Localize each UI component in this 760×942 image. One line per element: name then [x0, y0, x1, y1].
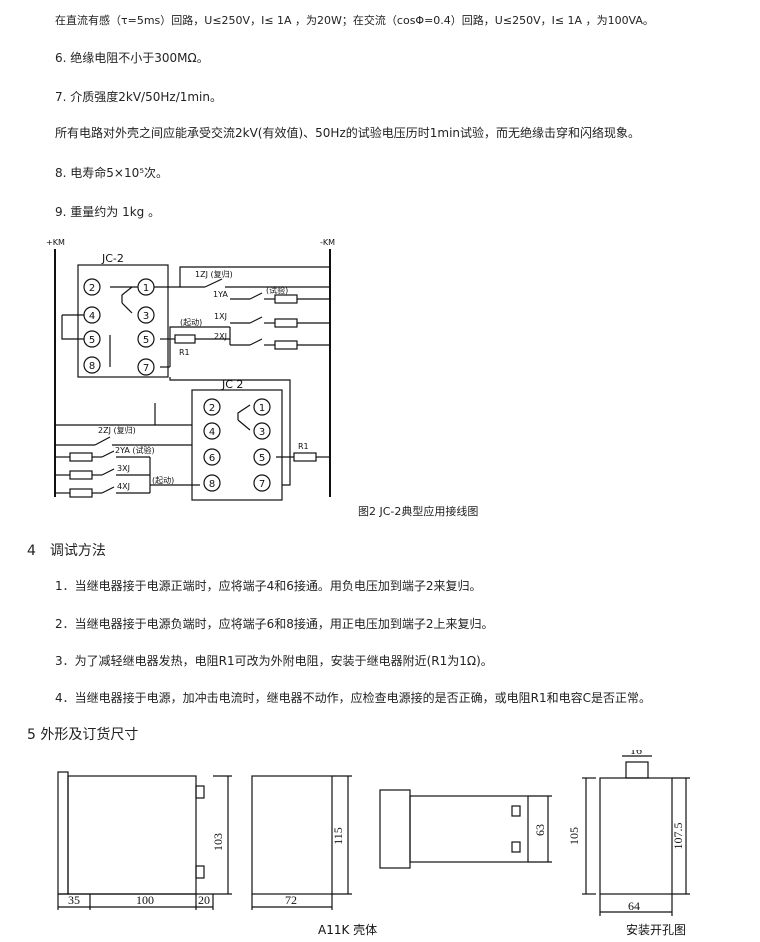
- terminal-top-8: 8: [89, 361, 95, 372]
- terminal-bottom-3: 3: [259, 427, 265, 438]
- section-5-heading: 5 外形及订货尺寸: [27, 727, 139, 743]
- label-2xj: 2XJ: [214, 332, 227, 341]
- terminal-top-3: 3: [143, 311, 149, 322]
- caption-case: A11K 壳体: [318, 923, 377, 937]
- wiring-diagram: 2 1 3 4 5 5 8 7 2 1 3 4 6 5 8 7 +KM -KM …: [46, 238, 335, 501]
- terminal-bottom-1: 1: [259, 403, 265, 414]
- label-1xj: 1XJ: [214, 312, 227, 321]
- terminal-top-2: 2: [89, 283, 95, 294]
- terminal-top-5a: 5: [89, 335, 95, 346]
- label-2ya: 2YA (试验): [115, 445, 155, 455]
- dimension-drawings: 35 100 20 103 115 72 63 16 105 107.5 64 …: [57, 750, 690, 937]
- terminal-bottom-7: 7: [259, 479, 265, 490]
- label-1zj: 1ZJ (复归): [195, 269, 233, 279]
- rail-positive-label: +KM: [46, 238, 65, 247]
- terminal-bottom-4: 4: [209, 427, 215, 438]
- rail-negative-label: -KM: [320, 238, 335, 247]
- section-4-heading: 4 调试方法: [27, 543, 106, 559]
- dim-cutout-107: 107.5: [671, 823, 685, 850]
- label-2zj: 2ZJ (复归): [98, 425, 136, 435]
- dim-side-20: 20: [198, 893, 210, 907]
- terminal-top-4: 4: [89, 311, 95, 322]
- terminal-top-1: 1: [143, 283, 149, 294]
- terminal-top-5b: 5: [143, 335, 149, 346]
- label-test-1: (试验): [266, 285, 288, 295]
- dim-side-103: 103: [211, 833, 225, 851]
- dim-front-115: 115: [331, 827, 345, 845]
- label-4xj: 4XJ: [117, 482, 130, 491]
- relay-top-label: JC-2: [101, 252, 124, 265]
- wiring-diagram-caption: 图2 JC-2典型应用接线图: [358, 505, 479, 518]
- dim-cutout-64: 64: [628, 899, 640, 913]
- dim-cutout-105: 105: [567, 827, 581, 845]
- terminal-bottom-2: 2: [209, 403, 215, 414]
- section-4-item-1: 1．当继电器接于电源正端时，应将端子4和6接通。用负电压加到端子2来复归。: [55, 579, 482, 593]
- dim-side-100: 100: [136, 893, 154, 907]
- label-3xj: 3XJ: [117, 464, 130, 473]
- section-4-item-2: 2．当继电器接于电源负端时，应将端子6和8接通，用正电压加到端子2上来复归。: [55, 617, 494, 631]
- section-4-item-4: 4．当继电器接于电源，加冲击电流时，继电器不动作，应检查电源接的是否正确，或电阻…: [55, 691, 651, 705]
- terminal-bottom-6: 6: [209, 453, 215, 464]
- label-r1-top: R1: [179, 348, 190, 357]
- terminal-top-7: 7: [143, 363, 149, 374]
- label-1ya: 1YA: [213, 290, 228, 299]
- spec-item-8: 8. 电寿命5×10⁵次。: [55, 166, 169, 180]
- section-4-item-3: 3．为了减轻继电器发热，电阻R1可改为外附电阻，安装于继电器附近(R1为1Ω)。: [55, 654, 493, 668]
- label-start-2: (起动): [152, 475, 174, 485]
- terminal-bottom-8: 8: [209, 479, 215, 490]
- dim-flush-63: 63: [533, 824, 547, 836]
- dim-front-72: 72: [285, 893, 297, 907]
- spec-item-6: 6. 绝缘电阻不小于300MΩ。: [55, 51, 209, 65]
- terminal-bottom-5: 5: [259, 453, 265, 464]
- spec-item-7: 7. 介质强度2kV/50Hz/1min。: [55, 90, 222, 104]
- spec-inductive-line: 在直流有感（τ=5ms）回路，U≤250V，I≤ 1A ，为20W；在交流（co…: [55, 14, 654, 27]
- spec-item-7-note: 所有电路对外壳之间应能承受交流2kV(有效值)、50Hz的试验电压历时1min试…: [55, 126, 641, 140]
- caption-cutout: 安装开孔图: [626, 922, 686, 937]
- dim-side-35: 35: [68, 893, 80, 907]
- dim-cutout-16: 16: [630, 750, 642, 757]
- label-start-1: (起动): [180, 317, 202, 327]
- relay-bottom-label: JC 2: [221, 378, 243, 391]
- spec-item-9: 9. 重量约为 1kg 。: [55, 205, 161, 219]
- label-r1-bottom: R1: [298, 442, 309, 451]
